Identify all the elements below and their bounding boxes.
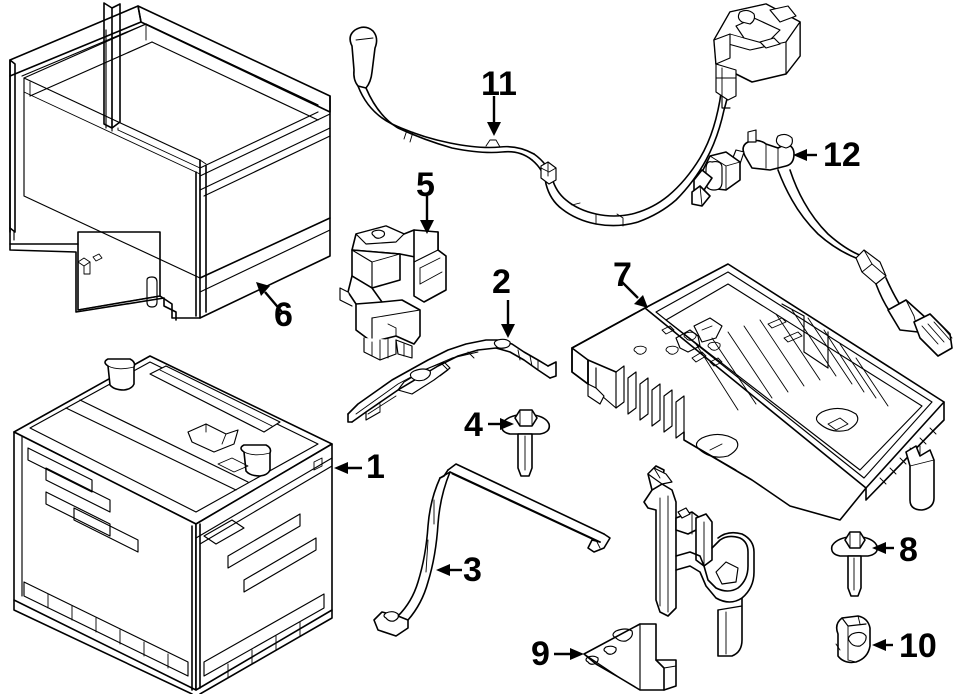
part-battery bbox=[13, 355, 333, 694]
callout-label-9: 9 bbox=[531, 635, 550, 673]
callout-label-6: 6 bbox=[274, 296, 293, 334]
callout-label-4: 4 bbox=[464, 406, 483, 444]
callout-label-12: 12 bbox=[823, 136, 861, 174]
part-battery-tray bbox=[571, 263, 945, 521]
part-bolt-8 bbox=[830, 531, 879, 597]
part-hold-down-clamp bbox=[347, 338, 557, 423]
callout-label-1: 1 bbox=[366, 448, 385, 486]
callout-label-8: 8 bbox=[899, 531, 918, 569]
part-junction-block bbox=[339, 225, 447, 361]
part-cable-junction-connector bbox=[713, 3, 801, 109]
callout-label-7: 7 bbox=[613, 256, 632, 294]
callout-label-5: 5 bbox=[416, 166, 435, 204]
callout-leaders bbox=[256, 96, 894, 660]
part-battery-cover bbox=[9, 2, 331, 321]
part-support-bracket bbox=[583, 465, 755, 691]
callout-label-11: 11 bbox=[481, 65, 517, 103]
part-hold-down-rod bbox=[373, 463, 611, 637]
part-negative-cable bbox=[691, 129, 953, 357]
part-push-nut-clip bbox=[835, 615, 871, 664]
callout-label-2: 2 bbox=[492, 263, 511, 301]
part-bolt-4 bbox=[500, 409, 551, 477]
callout-label-3: 3 bbox=[463, 551, 482, 589]
callout-label-10: 10 bbox=[899, 627, 937, 665]
part-positive-cable bbox=[349, 26, 731, 227]
